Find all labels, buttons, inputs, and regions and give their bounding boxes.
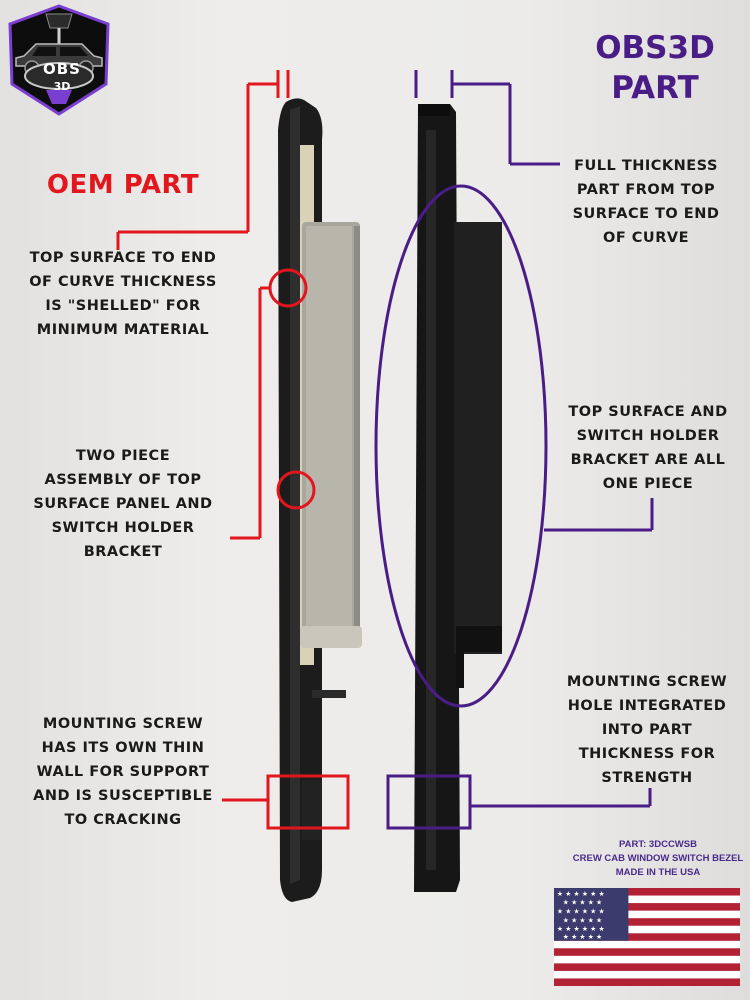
callout-line: OF CURVE THICKNESS <box>29 274 217 290</box>
callout-line: MOUNTING SCREW <box>42 716 204 732</box>
callout-line: ASSEMBLY OF TOP <box>44 472 202 488</box>
callout-line: BRACKET ARE ALL <box>570 452 726 468</box>
callout-line: ONE PIECE <box>602 476 694 492</box>
part-origin: MADE IN THE USA <box>615 867 701 878</box>
callout-line: SURFACE PANEL AND <box>33 496 213 512</box>
obs3d-callout-lines <box>374 70 654 830</box>
svg-text:★ ★ ★ ★ ★ ★: ★ ★ ★ ★ ★ ★ <box>557 925 605 933</box>
svg-text:★ ★ ★ ★ ★: ★ ★ ★ ★ ★ <box>563 933 602 941</box>
svg-text:★ ★ ★ ★ ★ ★: ★ ★ ★ ★ ★ ★ <box>557 907 605 915</box>
obs3d-title-line1: OBS3D <box>595 30 715 66</box>
callout-line: STRENGTH <box>601 770 693 786</box>
callout-line: TWO PIECE <box>75 448 171 464</box>
callout-line: THICKNESS FOR <box>578 746 716 762</box>
callout-line: MOUNTING SCREW <box>566 674 728 690</box>
callout-line: IS "SHELLED" FOR <box>45 298 201 314</box>
oem-callout-lines <box>116 70 350 830</box>
obs3d-full-thickness-callout: FULL THICKNESS PART FROM TOP SURFACE TO … <box>546 154 746 250</box>
callout-line: HAS ITS OWN THIN <box>41 740 205 756</box>
callout-line: INTO PART <box>601 722 693 738</box>
part-info-block: PART: 3DCCWSB CREW CAB WINDOW SWITCH BEZ… <box>546 838 750 880</box>
part-name: CREW CAB WINDOW SWITCH BEZEL <box>572 853 744 864</box>
obs3d-title-line2: PART <box>611 70 699 106</box>
obs3d-one-piece-callout: TOP SURFACE AND SWITCH HOLDER BRACKET AR… <box>546 400 750 496</box>
callout-line: TOP SURFACE AND <box>568 404 728 420</box>
callout-line: TOP SURFACE TO END <box>29 250 217 266</box>
callout-line: MINIMUM MATERIAL <box>36 322 210 338</box>
logo-text: OBS <box>43 60 81 78</box>
oem-part-title: OEM PART <box>46 170 200 200</box>
callout-line: HOLE INTEGRATED <box>567 698 727 714</box>
oem-shelled-callout: TOP SURFACE TO END OF CURVE THICKNESS IS… <box>12 246 234 342</box>
us-flag-icon: ★ ★ ★ ★ ★ ★ ★ ★ ★ ★ ★ ★ ★ ★ ★ ★ ★ ★ ★ ★ … <box>554 888 740 986</box>
callout-line: BRACKET <box>83 544 163 560</box>
oem-screw-callout: MOUNTING SCREW HAS ITS OWN THIN WALL FOR… <box>8 712 238 832</box>
callout-line: AND IS SUSCEPTIBLE <box>33 788 213 804</box>
callout-line: WALL FOR SUPPORT <box>36 764 210 780</box>
callout-line: SWITCH HOLDER <box>576 428 720 444</box>
obs3d-part-title: OBS3D PART <box>560 28 750 108</box>
callout-line: FULL THICKNESS <box>574 158 718 174</box>
logo-subtext: 3D <box>53 80 71 93</box>
part-number: PART: 3DCCWSB <box>619 839 697 850</box>
obs3d-screw-callout: MOUNTING SCREW HOLE INTEGRATED INTO PART… <box>548 670 746 790</box>
callout-line: SURFACE TO END <box>572 206 720 222</box>
obs3d-part-image <box>414 104 502 892</box>
oem-part-image <box>278 98 362 902</box>
callout-line: PART FROM TOP <box>576 182 716 198</box>
truck-crest-logo <box>8 4 110 116</box>
oem-two-piece-callout: TWO PIECE ASSEMBLY OF TOP SURFACE PANEL … <box>12 444 234 564</box>
svg-text:★ ★ ★ ★ ★: ★ ★ ★ ★ ★ <box>563 899 602 907</box>
callout-line: SWITCH HOLDER <box>51 520 195 536</box>
svg-text:★ ★ ★ ★ ★ ★: ★ ★ ★ ★ ★ ★ <box>557 890 605 898</box>
callout-line: OF CURVE <box>603 230 689 246</box>
callout-line: TO CRACKING <box>64 812 182 828</box>
svg-text:★ ★ ★ ★ ★: ★ ★ ★ ★ ★ <box>563 916 602 924</box>
